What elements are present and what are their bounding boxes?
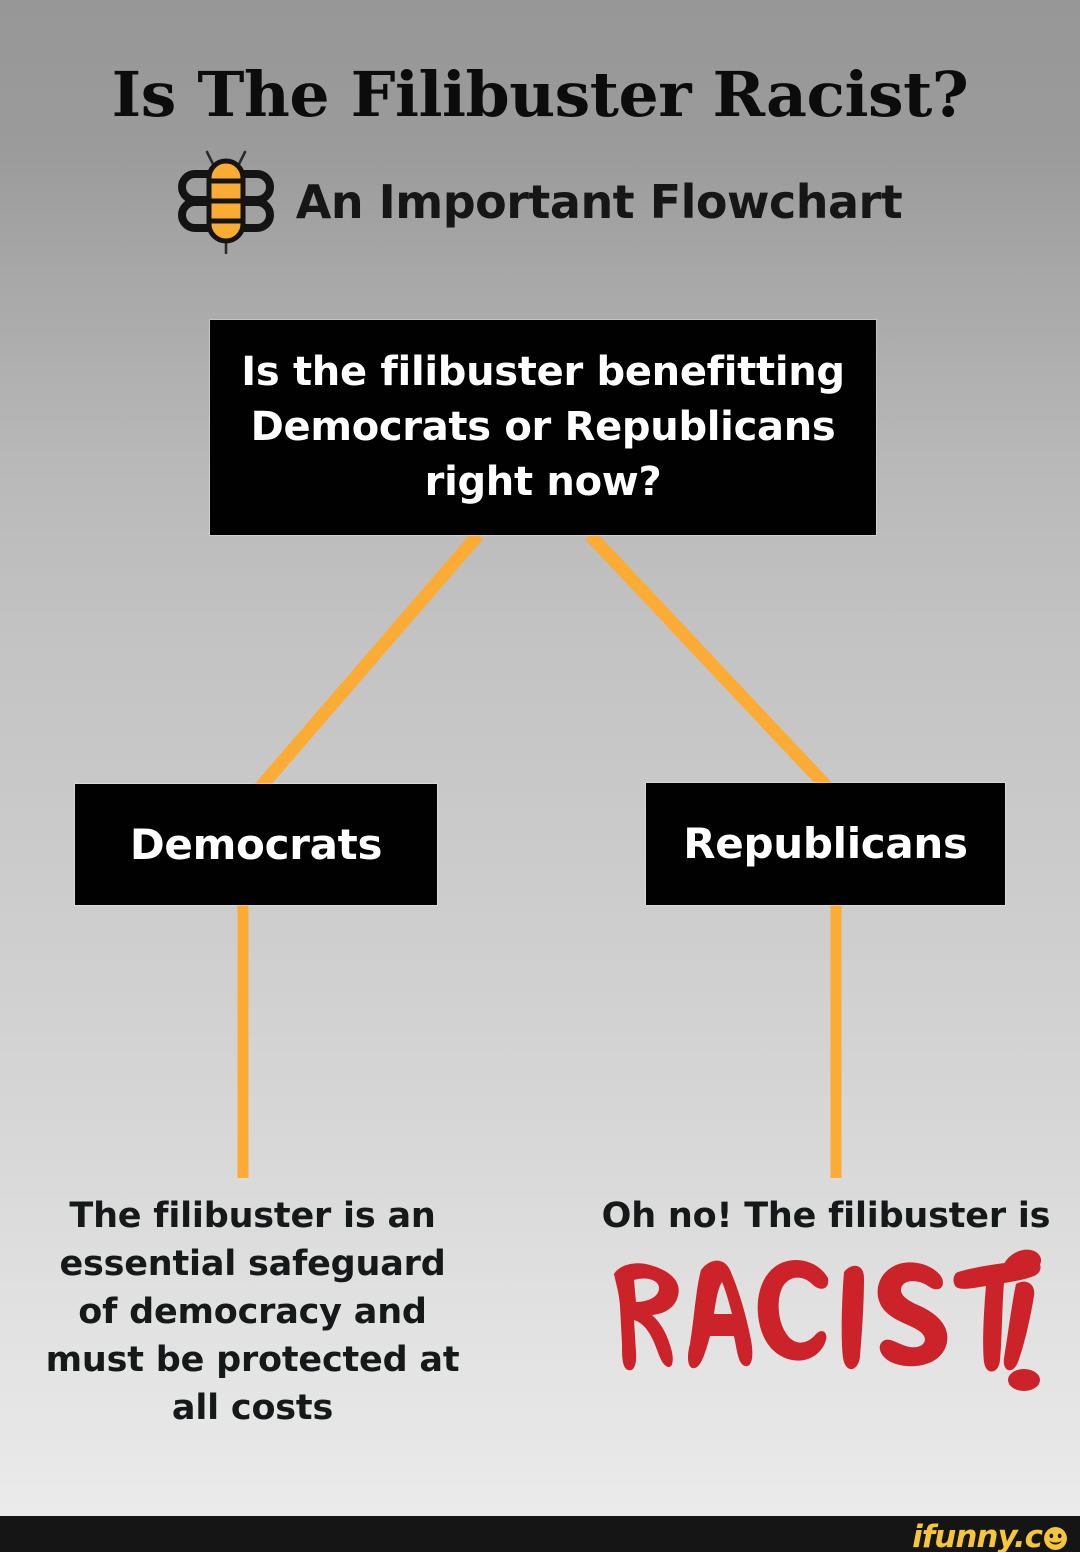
page-subtitle: An Important Flowchart [295, 175, 903, 229]
smiley-face-icon [1044, 1527, 1067, 1550]
poster-header: Is The Filibuster Racist? An I [0, 0, 1080, 262]
flow-node-democrats-label: Democrats [129, 819, 383, 869]
flow-node-democrats: Democrats [75, 784, 437, 905]
flow-node-republicans: Republicans [646, 783, 1005, 905]
footer-bar: ifunny.c [0, 1516, 1080, 1552]
flow-node-republicans-label: Republicans [683, 819, 968, 868]
subtitle-row: An Important Flowchart [0, 150, 1080, 254]
flow-node-question: Is the filibuster benefitting Democrats … [210, 320, 876, 535]
ifunny-watermark: ifunny.c [912, 1520, 1068, 1552]
bee-icon [177, 150, 274, 254]
outcome-democrats: The filibuster is an essential safeguard… [45, 1196, 460, 1428]
outcome-republicans: Oh no! The filibuster is RACIST! [596, 1192, 1056, 1394]
flow-node-question-label: Is the filibuster benefitting Democrats … [241, 349, 845, 505]
ifunny-watermark-label: ifunny.c [912, 1519, 1043, 1552]
graffiti-racist: RACIST! [596, 1244, 1056, 1394]
graffiti-racist-icon [614, 1249, 1042, 1391]
outcome-republicans-lead: Oh no! The filibuster is [601, 1196, 1051, 1236]
page-title: Is The Filibuster Racist? [111, 58, 969, 131]
